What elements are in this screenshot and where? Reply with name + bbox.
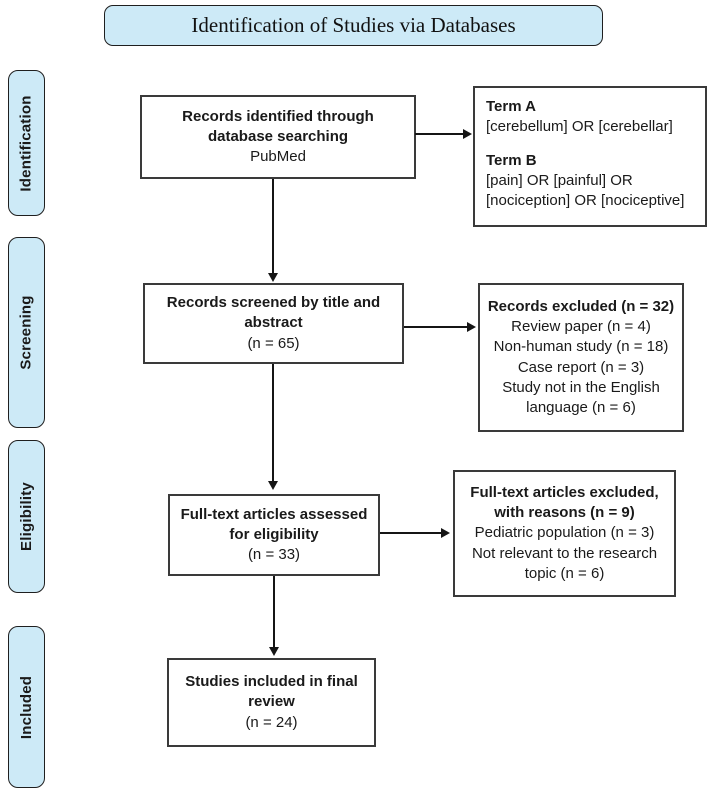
- stage-label-text: Screening: [18, 295, 36, 370]
- records-screened-heading: Records screened by title and abstract: [166, 294, 381, 332]
- records-excluded-heading: Records excluded (n = 32): [487, 297, 675, 315]
- records-screened-count: (n = 65): [247, 334, 300, 352]
- records-excluded-item: Non-human study (n = 18): [493, 338, 669, 356]
- term-a-group: Term A [cerebellum] OR [cerebellar]: [486, 97, 694, 138]
- term-a-text: [cerebellum] OR [cerebellar]: [486, 118, 673, 136]
- fulltext-assessed-count: (n = 33): [247, 546, 301, 564]
- stage-label-included: Included: [8, 626, 45, 788]
- records-identified-box: Records identified through database sear…: [140, 95, 416, 179]
- fulltext-excluded-box: Full-text articles excluded, with reason…: [453, 470, 676, 597]
- fulltext-assessed-box: Full-text articles assessed for eligibil…: [168, 494, 380, 576]
- stage-label-text: Eligibility: [18, 482, 35, 551]
- records-excluded-box: Records excluded (n = 32) Review paper (…: [478, 283, 684, 432]
- records-identified-heading: Records identified through database sear…: [182, 107, 374, 145]
- term-a-label: Term A: [486, 98, 537, 115]
- arrow-fulltext-to-excluded: [380, 528, 450, 538]
- stage-label-eligibility: Eligibility: [8, 440, 45, 593]
- term-b-text: [pain] OR [painful] OR [nociception] OR …: [486, 171, 685, 209]
- arrow-screened-to-excluded: [404, 322, 476, 332]
- diagram-title-label: Identification of Studies via Databases: [191, 13, 516, 37]
- fulltext-excluded-item: Pediatric population (n = 3): [474, 524, 655, 542]
- arrow-identified-to-terms: [415, 129, 472, 139]
- arrow-fulltext-to-included: [269, 576, 279, 656]
- studies-included-heading: Studies included in final review: [185, 673, 358, 711]
- fulltext-excluded-item: Not relevant to the research topic (n = …: [471, 544, 658, 582]
- stage-label-identification: Identification: [8, 70, 45, 216]
- term-b-group: Term B [pain] OR [painful] OR [nocicepti…: [486, 151, 694, 212]
- stage-label-screening: Screening: [8, 237, 45, 428]
- diagram-title: Identification of Studies via Databases: [104, 5, 603, 46]
- records-excluded-item: Review paper (n = 4): [511, 318, 651, 335]
- records-excluded-item: Case report (n = 3): [517, 358, 645, 376]
- arrow-identified-to-screened: [268, 179, 278, 282]
- studies-included-box: Studies included in final review (n = 24…: [167, 658, 376, 747]
- records-excluded-item: Study not in the English language (n = 6…: [502, 378, 660, 416]
- fulltext-assessed-heading: Full-text articles assessed for eligibil…: [180, 505, 368, 543]
- records-screened-box: Records screened by title and abstract (…: [143, 283, 404, 364]
- stage-label-text: Identification: [18, 94, 36, 192]
- term-b-label: Term B: [486, 151, 537, 169]
- records-identified-source: PubMed: [250, 148, 306, 166]
- studies-included-count: (n = 24): [245, 713, 298, 731]
- fulltext-excluded-heading: Full-text articles excluded, with reason…: [470, 483, 659, 522]
- arrow-screened-to-fulltext: [268, 364, 278, 490]
- search-terms-box: Term A [cerebellum] OR [cerebellar] Term…: [473, 86, 707, 227]
- stage-label-text: Included: [18, 675, 35, 739]
